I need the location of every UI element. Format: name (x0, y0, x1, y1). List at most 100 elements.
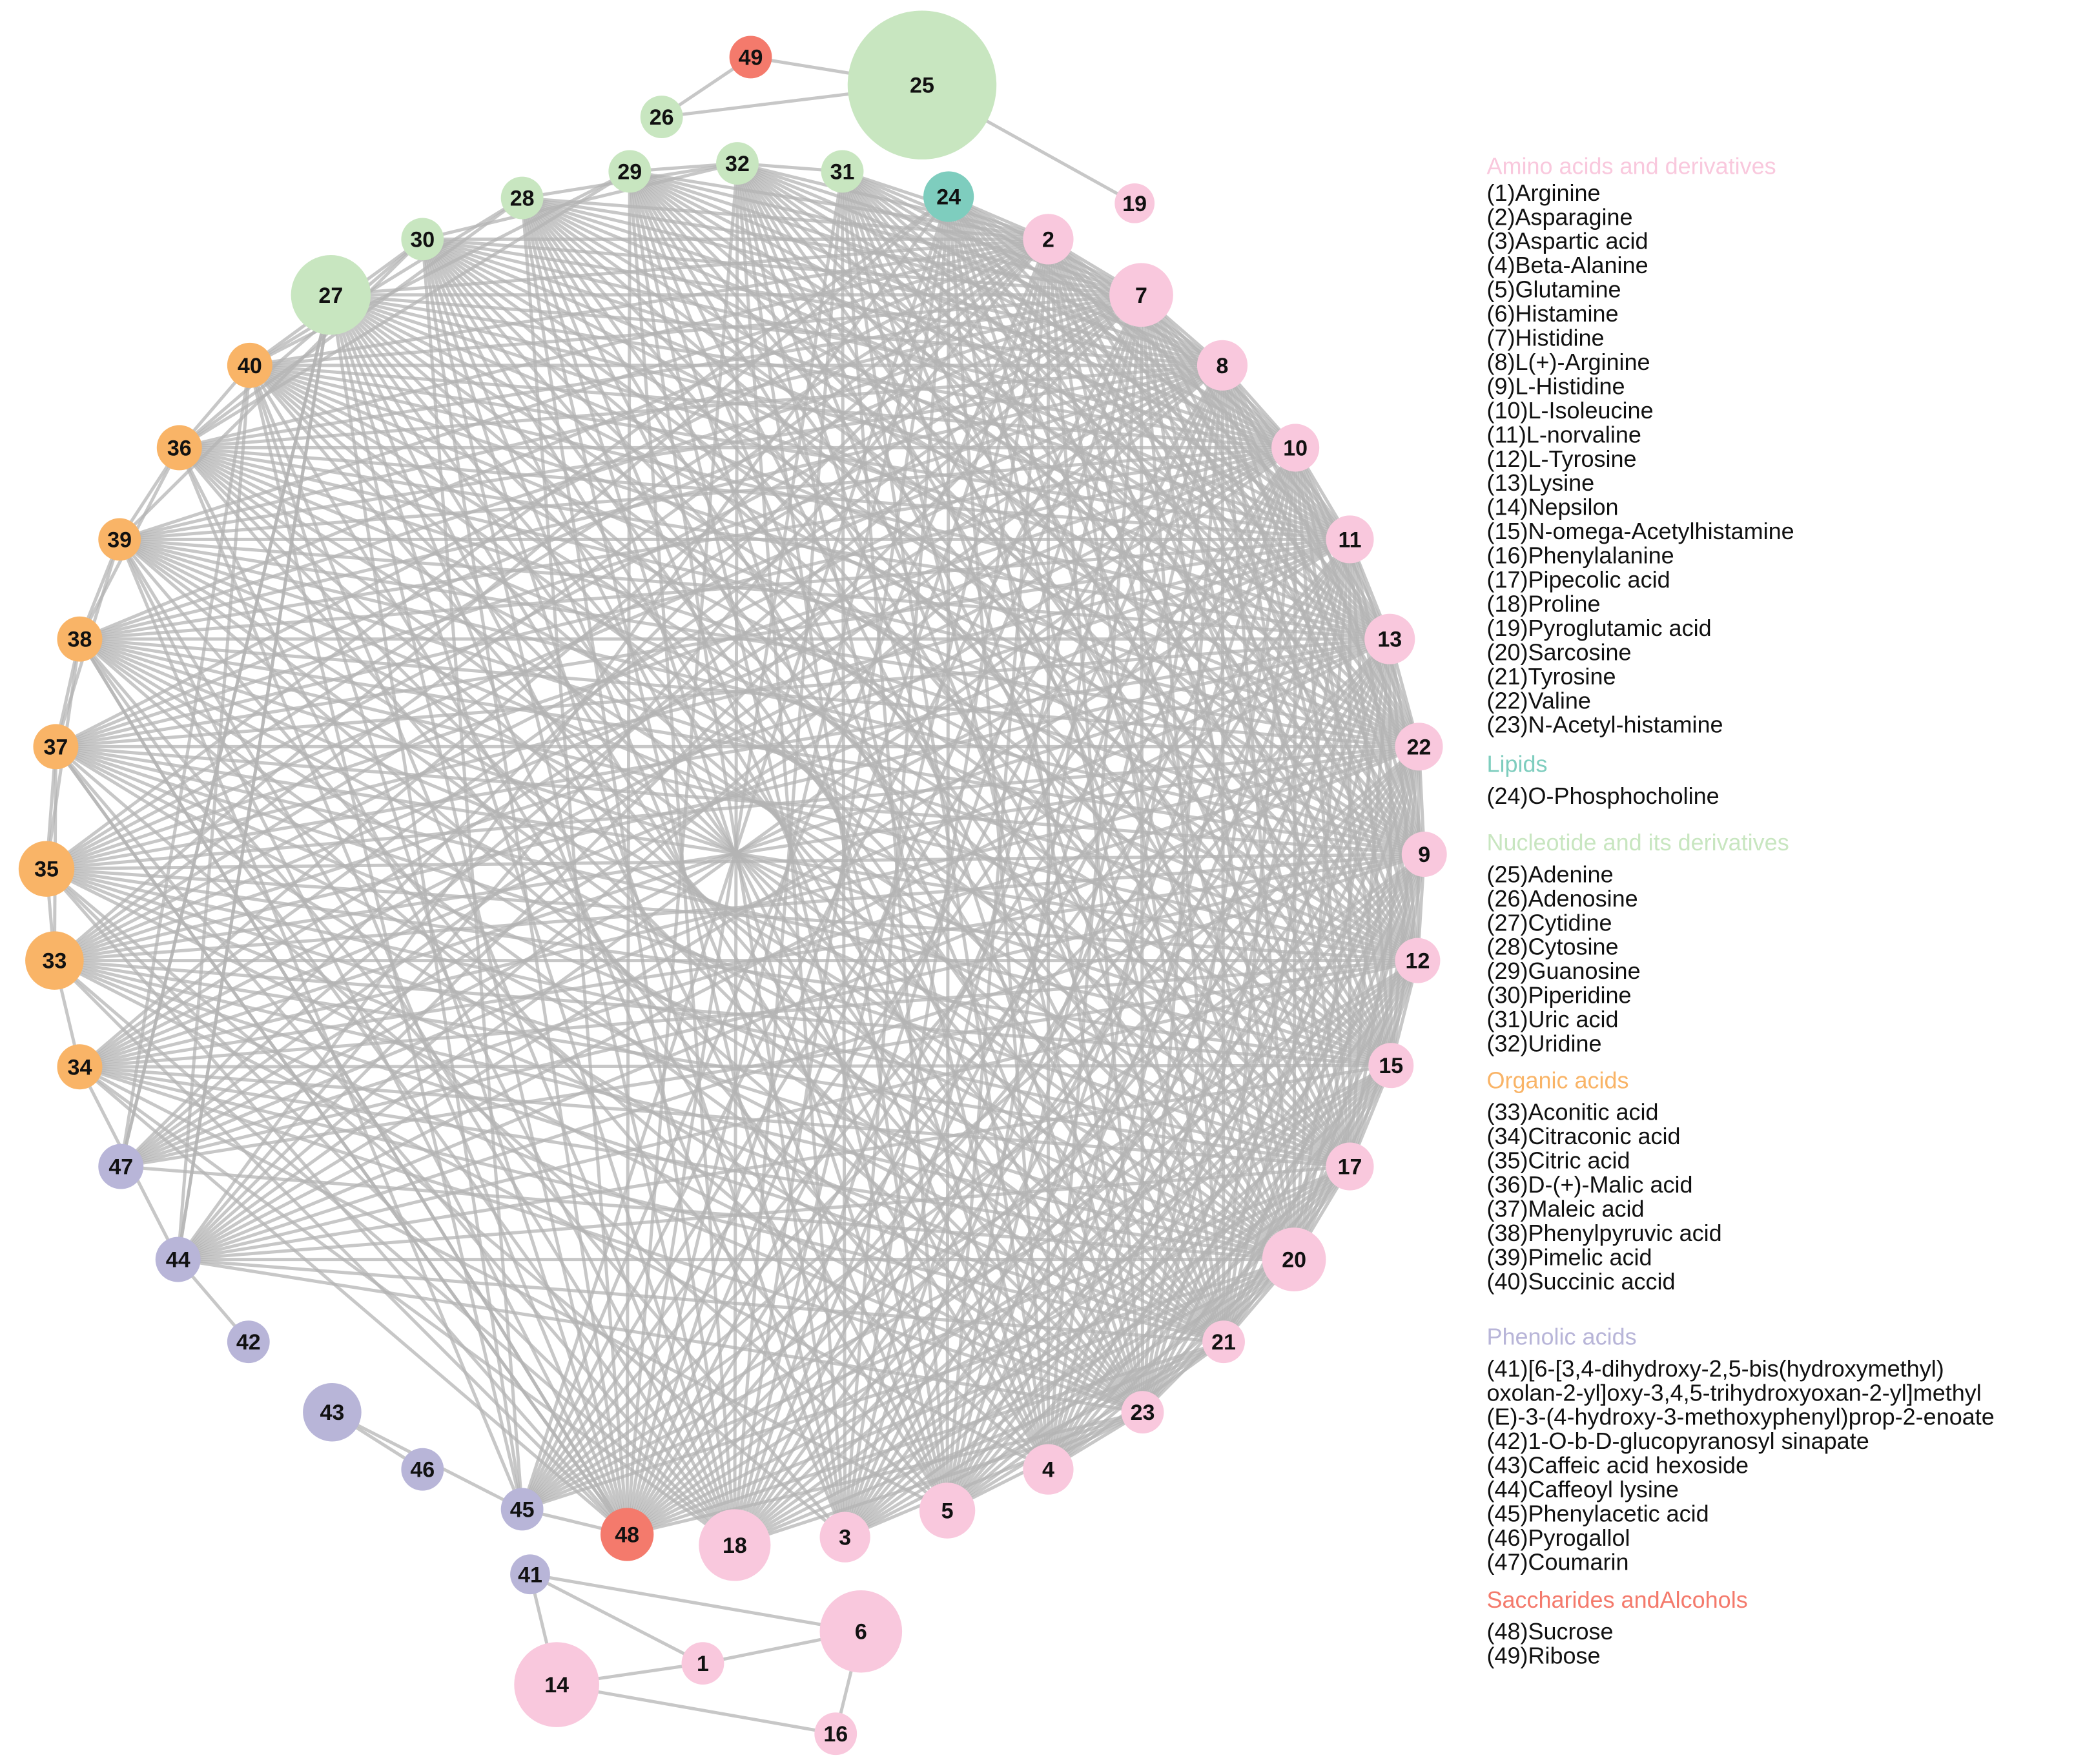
edge-48-10 (626, 447, 1297, 1535)
edge-48-21 (626, 1340, 1224, 1536)
legend-item-phenolic-6: (45)Phenylacetic acid (1486, 1501, 1709, 1527)
node-label-37: 37 (44, 735, 68, 759)
node-18[interactable]: 18 (699, 1509, 771, 1581)
node-3[interactable]: 3 (819, 1512, 870, 1563)
node-label-44: 44 (166, 1248, 190, 1273)
node-17[interactable]: 17 (1326, 1142, 1374, 1191)
node-36[interactable]: 36 (156, 425, 202, 471)
node-20[interactable]: 20 (1262, 1227, 1326, 1291)
edge-36-23 (178, 446, 1144, 1413)
node-circle-41 (510, 1554, 550, 1595)
node-35[interactable]: 35 (18, 841, 75, 897)
node-39[interactable]: 39 (98, 518, 141, 561)
node-4[interactable]: 4 (1023, 1444, 1074, 1495)
edge-33-8 (54, 364, 1224, 962)
edge-9-17 (1348, 854, 1426, 1167)
legend-item-nucleotide-4: (29)Guanosine (1486, 958, 1640, 984)
node-circle-16 (814, 1712, 857, 1756)
edge-48-9 (626, 853, 1426, 1536)
node-27[interactable]: 27 (291, 255, 371, 335)
node-37[interactable]: 37 (33, 724, 79, 770)
legend-item-amino-10: (11)L-norvaline (1486, 421, 1641, 447)
legend-item-amino-19: (20)Sarcosine (1486, 639, 1631, 665)
node-6[interactable]: 6 (819, 1590, 903, 1673)
node-44[interactable]: 44 (155, 1236, 201, 1282)
node-10[interactable]: 10 (1271, 424, 1320, 472)
node-31[interactable]: 31 (821, 150, 864, 193)
edge-40-45 (248, 365, 524, 1510)
node-circle-39 (98, 518, 141, 561)
node-22[interactable]: 22 (1395, 723, 1443, 771)
node-43[interactable]: 43 (303, 1382, 362, 1442)
node-34[interactable]: 34 (57, 1044, 103, 1090)
edge-21-8 (1220, 365, 1226, 1342)
node-45[interactable]: 45 (500, 1488, 544, 1531)
legend-item-nucleotide-3: (28)Cytosine (1486, 934, 1618, 960)
node-38[interactable]: 38 (57, 616, 103, 662)
node-32[interactable]: 32 (716, 142, 759, 185)
node-8[interactable]: 8 (1196, 340, 1248, 391)
node-circle-20 (1262, 1227, 1326, 1291)
node-circle-19 (1114, 183, 1155, 223)
node-14[interactable]: 14 (514, 1642, 599, 1727)
node-33[interactable]: 33 (25, 931, 84, 990)
legend-item-nucleotide-1: (26)Adenosine (1486, 885, 1638, 912)
node-49[interactable]: 49 (729, 36, 772, 79)
node-30[interactable]: 30 (401, 218, 444, 261)
node-circle-18 (699, 1509, 771, 1581)
node-circle-27 (291, 255, 371, 335)
node-label-32: 32 (725, 152, 750, 176)
legend-heading-saccharide: Saccharides andAlcohols (1486, 1586, 1747, 1613)
edge-4-22 (1047, 746, 1421, 1470)
edge-39-7 (119, 293, 1142, 541)
node-circle-4 (1023, 1444, 1074, 1495)
node-21[interactable]: 21 (1202, 1320, 1245, 1364)
node-circle-3 (819, 1512, 870, 1563)
node-19[interactable]: 19 (1114, 183, 1155, 223)
node-12[interactable]: 12 (1395, 938, 1441, 983)
node-label-4: 4 (1042, 1458, 1054, 1482)
node-23[interactable]: 23 (1121, 1391, 1164, 1434)
edge-13-17 (1348, 639, 1391, 1167)
node-16[interactable]: 16 (814, 1712, 857, 1756)
node-29[interactable]: 29 (608, 150, 652, 193)
edge-38-20 (79, 637, 1295, 1261)
node-26[interactable]: 26 (640, 96, 683, 138)
edge-45-8 (520, 364, 1224, 1510)
node-15[interactable]: 15 (1368, 1043, 1414, 1089)
node-11[interactable]: 11 (1326, 515, 1374, 564)
node-28[interactable]: 28 (500, 176, 544, 220)
node-25[interactable]: 25 (847, 10, 997, 159)
edge-23-7 (1139, 294, 1145, 1413)
legend-item-organic-2: (35)Citric acid (1486, 1147, 1630, 1174)
edge-28-12 (521, 196, 1419, 962)
edge-3-11 (843, 538, 1351, 1538)
node-circle-5 (919, 1482, 976, 1539)
node-13[interactable]: 13 (1364, 613, 1415, 664)
edge-38-2 (79, 238, 1049, 641)
node-label-46: 46 (410, 1458, 435, 1482)
edge-30-7 (422, 237, 1142, 297)
legend-heading-organic: Organic acids (1486, 1067, 1628, 1093)
node-40[interactable]: 40 (227, 342, 272, 388)
legend-item-phenolic-1: oxolan-2-yl]oxy-3,4,5-trihydroxyoxan-2-y… (1486, 1379, 1981, 1406)
node-48[interactable]: 48 (601, 1508, 654, 1561)
node-41[interactable]: 41 (510, 1554, 550, 1595)
node-label-16: 16 (823, 1722, 848, 1747)
node-42[interactable]: 42 (227, 1320, 270, 1364)
edge-2-15 (1047, 238, 1393, 1067)
edge-30-3 (420, 238, 847, 1538)
node-46[interactable]: 46 (401, 1448, 444, 1491)
node-label-26: 26 (650, 105, 674, 130)
node-2[interactable]: 2 (1023, 214, 1074, 265)
node-1[interactable]: 1 (681, 1642, 724, 1685)
node-5[interactable]: 5 (919, 1482, 976, 1539)
node-9[interactable]: 9 (1401, 832, 1447, 877)
node-7[interactable]: 7 (1109, 263, 1173, 327)
edge-2-17 (1047, 238, 1351, 1167)
edge-44-10 (177, 446, 1297, 1261)
node-24[interactable]: 24 (923, 171, 974, 222)
legend-item-saccharide-0: (48)Sucrose (1486, 1618, 1613, 1645)
node-47[interactable]: 47 (98, 1144, 144, 1189)
node-circle-26 (640, 96, 683, 138)
